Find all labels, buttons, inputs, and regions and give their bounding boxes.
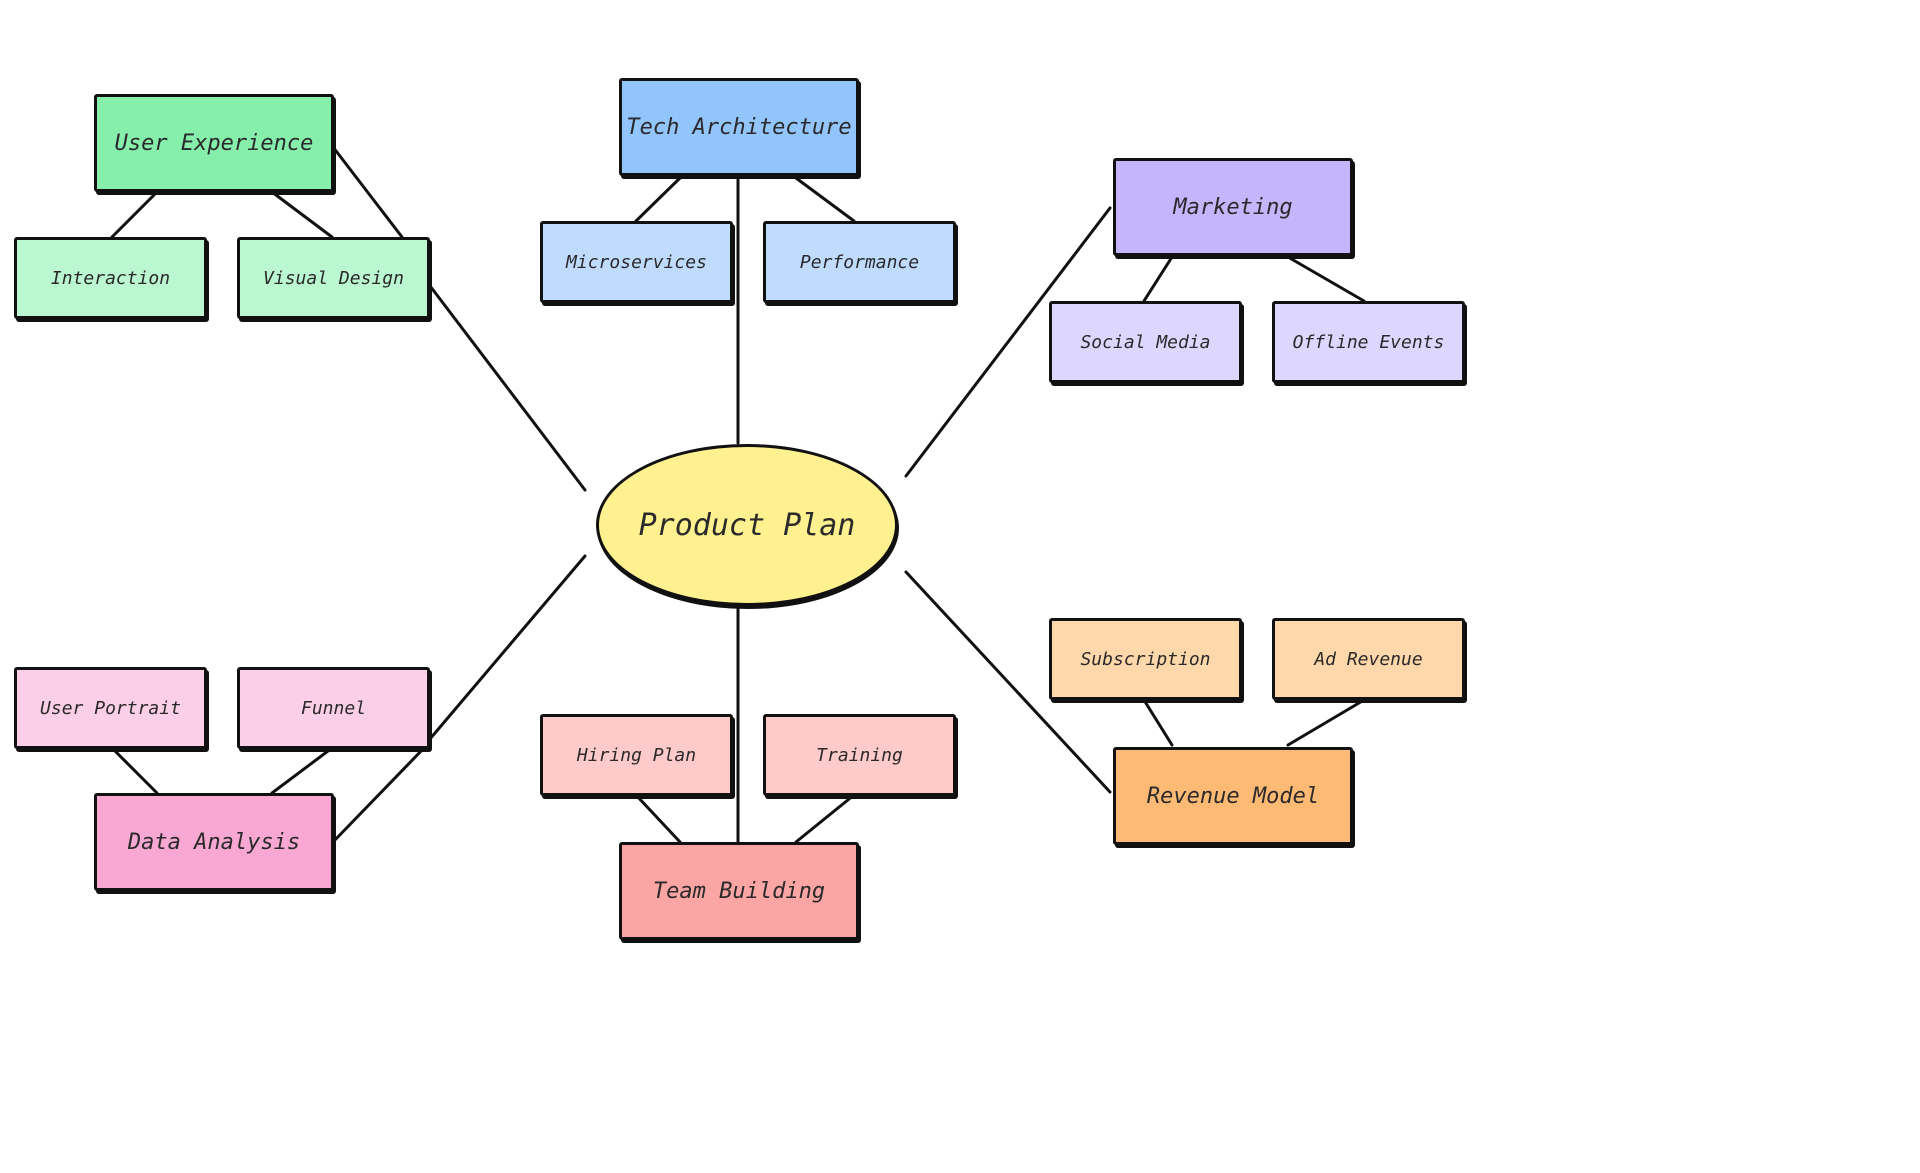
node-ad-revenue[interactable]: Ad Revenue (1272, 618, 1465, 700)
node-revenue-model[interactable]: Revenue Model (1113, 747, 1353, 845)
node-user-experience[interactable]: User Experience (94, 94, 334, 192)
connector-ux-interaction (110, 190, 159, 239)
connector-data-funnel (270, 746, 334, 795)
connector-ux-visual-design-2 (331, 145, 404, 239)
node-microservices[interactable]: Microservices (540, 221, 733, 303)
connector-marketing-social (1142, 255, 1174, 303)
center-node-product-plan[interactable]: Product Plan (596, 444, 898, 606)
connector-tech-microservices (634, 176, 682, 223)
node-marketing[interactable]: Marketing (1113, 158, 1353, 256)
node-social-media[interactable]: Social Media (1049, 301, 1242, 383)
connector-tech-performance (794, 176, 856, 223)
node-training[interactable]: Training (763, 714, 956, 796)
node-interaction[interactable]: Interaction (14, 237, 207, 319)
node-funnel[interactable]: Funnel (237, 667, 430, 749)
connector-center-data-analysis (422, 554, 587, 748)
connector-data-portrait (110, 746, 159, 795)
node-performance[interactable]: Performance (763, 221, 956, 303)
connector-data-funnel-2 (331, 746, 426, 844)
node-subscription[interactable]: Subscription (1049, 618, 1242, 700)
connector-ux-visual-design (270, 190, 334, 239)
connector-team-training (794, 793, 856, 844)
connector-center-marketing (904, 206, 1112, 478)
node-tech-architecture[interactable]: Tech Architecture (619, 78, 859, 176)
node-team-building[interactable]: Team Building (619, 842, 859, 940)
node-data-analysis[interactable]: Data Analysis (94, 793, 334, 891)
node-user-portrait[interactable]: User Portrait (14, 667, 207, 749)
connector-revenue-ad (1286, 698, 1366, 747)
connector-center-user-experience (422, 276, 587, 492)
connector-revenue-subscription (1142, 698, 1174, 747)
node-visual-design[interactable]: Visual Design (237, 237, 430, 319)
connector-marketing-offline (1286, 255, 1366, 303)
connector-center-revenue-model (904, 570, 1112, 794)
node-offline-events[interactable]: Offline Events (1272, 301, 1465, 383)
connector-team-hiring (634, 793, 682, 844)
node-hiring-plan[interactable]: Hiring Plan (540, 714, 733, 796)
